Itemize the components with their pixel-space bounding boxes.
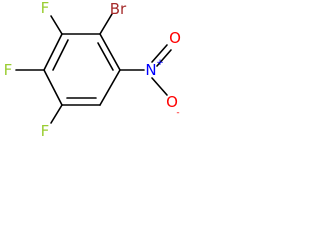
bond-c2-c3 (43, 33, 63, 71)
atom-f-top: F (41, 0, 50, 17)
bond-c6-c1 (99, 33, 121, 71)
charge-o-minus: - (176, 108, 179, 118)
bond-c2-f (50, 15, 63, 35)
double-bond-c2-c3 (52, 39, 69, 71)
ring-bonds (43, 33, 121, 106)
bond-n-o-top-a (151, 44, 168, 63)
bond-c4-f (50, 104, 63, 124)
substituent-bonds (15, 13, 172, 124)
atom-br: Br (110, 0, 127, 18)
atom-labels: Br F F F N + O O - (4, 0, 181, 140)
atom-f-middle: F (4, 61, 13, 79)
molecule-structure: Br F F F N + O O - (4, 0, 181, 140)
bond-c1-br (99, 13, 113, 35)
charge-n-plus: + (156, 58, 164, 68)
bond-c3-c4 (43, 69, 63, 106)
atom-o-top: O (169, 29, 181, 47)
atom-n: N (145, 61, 156, 79)
bond-c5-c6 (99, 69, 121, 106)
bond-n-o-bottom (151, 77, 168, 96)
bond-n-o-top-b (156, 49, 172, 67)
atom-o-bottom: O (166, 93, 178, 111)
atom-f-bottom: F (41, 122, 50, 140)
double-bond-c6-c1 (97, 42, 114, 71)
